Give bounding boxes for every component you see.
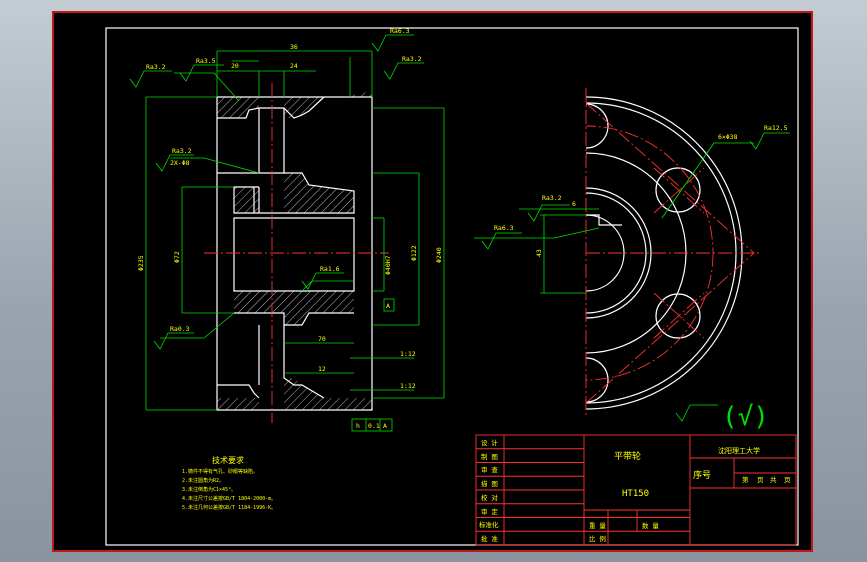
part-name: 平带轮 xyxy=(614,450,641,462)
roughness-top-left-a: Ra3.2 xyxy=(146,63,166,71)
dim-outer-dia: Φ235 xyxy=(137,255,145,271)
tech-item: 4.未注尺寸公差按GB/T 1804-2000-m。 xyxy=(182,495,276,502)
section-view: 36 20 24 70 12 Ra6.3 Ra3.2 Ra3.5 Ra3.2 R… xyxy=(129,27,445,432)
row-label: 校 对 xyxy=(481,493,498,502)
sheet-info: 页 xyxy=(757,476,764,484)
cad-drawing: 36 20 24 70 12 Ra6.3 Ra3.2 Ra3.5 Ra3.2 R… xyxy=(105,27,799,546)
roughness-bore: Ra1.6 xyxy=(320,265,340,273)
general-roughness-symbol: (√) xyxy=(722,402,769,432)
roughness-top-left-b: Ra3.5 xyxy=(196,57,216,65)
section-dimension-lines xyxy=(145,50,445,432)
row-label: 审 查 xyxy=(481,465,498,474)
roughness-top-right-b: Ra3.2 xyxy=(402,55,422,63)
tech-title: 技术要求 xyxy=(212,455,244,465)
roughness-mid-left: Ra3.2 xyxy=(172,147,192,155)
dim-rim-dia: Φ240 xyxy=(435,247,443,263)
lightening-hole xyxy=(586,357,609,403)
taper-note-2: 1:12 xyxy=(400,382,416,390)
end-view: Ra3.2 Ra6.3 Ra12.5 6 6×Φ38 43 (√) xyxy=(474,88,790,432)
keyway xyxy=(586,214,622,226)
end-view-dimension-lines xyxy=(474,132,790,422)
dim-hub-dia: Φ72 xyxy=(173,251,181,263)
dim-top-width: 36 xyxy=(290,43,298,51)
dim-bore-dia: Φ40H7 xyxy=(384,255,392,275)
dim-web: 12 xyxy=(318,365,326,373)
quantity-label: 数 量 xyxy=(642,521,659,530)
drawing-border xyxy=(105,27,799,546)
sheet-info: 页 xyxy=(784,476,791,484)
tolerance-symbol: h xyxy=(356,422,360,430)
tech-requirements: 技术要求 1.铸件不得有气孔、砂眼等缺陷。 2.未注圆角为R2。 3.未注倒角为… xyxy=(182,455,276,511)
title-block: 设 计 制 图 审 查 描 图 校 对 审 定 标准化 批 准 平带轮 HT15… xyxy=(475,434,797,546)
school-name: 沈阳理工大学 xyxy=(718,446,760,455)
lightening-hole xyxy=(586,103,609,149)
tolerance-value: 0.1 xyxy=(368,422,380,430)
tech-item: 5.未注几何公差按GB/T 1184-1996-K。 xyxy=(182,504,276,511)
hatch-fill xyxy=(217,91,372,410)
row-label: 审 定 xyxy=(481,507,498,516)
roughness-top-right: Ra6.3 xyxy=(390,27,410,35)
roughness-rim: Ra12.5 xyxy=(764,124,788,132)
cad-viewport[interactable]: 36 20 24 70 12 Ra6.3 Ra3.2 Ra3.5 Ra3.2 R… xyxy=(52,11,813,552)
section-centerlines xyxy=(204,83,389,423)
general-roughness-mark xyxy=(675,404,718,422)
roughness-keyway: Ra3.2 xyxy=(542,194,562,202)
tech-item: 3.未注倒角为C1×45°。 xyxy=(182,486,236,493)
rim-note: 2X-Φ8 xyxy=(170,159,190,167)
row-label: 描 图 xyxy=(481,479,498,488)
dim-hub-ring-dia: Φ122 xyxy=(410,245,418,261)
sheet-info: 共 xyxy=(770,475,777,484)
taper-note-1: 1:12 xyxy=(400,350,416,358)
roughness-symbols xyxy=(129,34,424,350)
roughness-bottom-left: Ra0.3 xyxy=(170,325,190,333)
dim-hub-width: 24 xyxy=(290,62,298,70)
dim-hole-circle: 6×Φ38 xyxy=(718,133,738,141)
tech-item: 2.未注圆角为R2。 xyxy=(182,477,224,484)
serial-label: 序号 xyxy=(693,469,711,481)
scale-label: 比 例 xyxy=(589,534,606,543)
end-view-centerlines xyxy=(586,102,759,404)
datum-label: A xyxy=(386,302,390,310)
dim-hub-left: 20 xyxy=(231,62,239,70)
material: HT150 xyxy=(622,489,649,499)
row-label: 标准化 xyxy=(479,520,499,529)
lightening-hole xyxy=(655,167,701,213)
row-label: 制 图 xyxy=(481,452,498,461)
weight-label: 重 量 xyxy=(589,522,606,530)
row-label: 设 计 xyxy=(481,438,498,447)
row-label: 批 准 xyxy=(481,534,498,543)
sheet-info: 第 xyxy=(742,475,749,484)
dim-hub-len: 70 xyxy=(318,335,326,343)
section-outline xyxy=(216,96,373,411)
dim-hub-height: 43 xyxy=(535,249,543,257)
lightening-hole xyxy=(655,293,701,339)
dim-keyway-width: 6 xyxy=(572,200,576,208)
roughness-hub: Ra6.3 xyxy=(494,224,514,232)
tech-item: 1.铸件不得有气孔、砂眼等缺陷。 xyxy=(182,468,258,475)
tolerance-datum: A xyxy=(383,422,387,430)
